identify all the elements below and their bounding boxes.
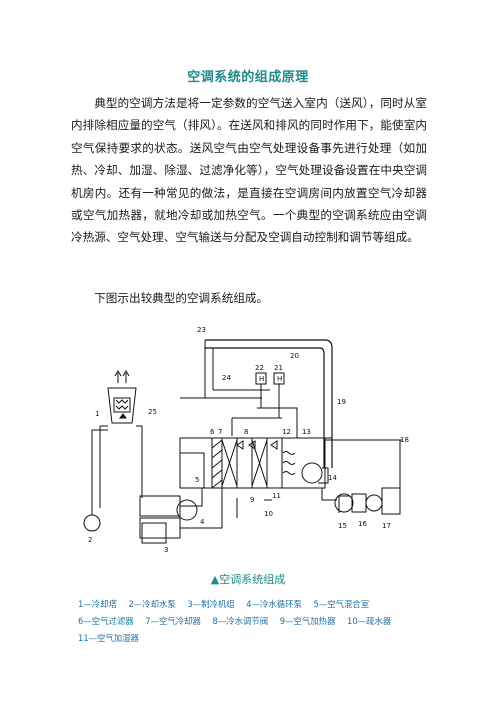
component-number: 24 <box>222 374 231 382</box>
legend-item: 5—空气混合室 <box>313 599 370 609</box>
legend-item: 3—制冷机组 <box>187 599 235 609</box>
component-number: 17 <box>382 522 391 530</box>
legend-item: 4—冷水循环泵 <box>246 599 302 609</box>
component-numbers: 1 2 3 4 5 6 7 8 9 10 11 12 13 14 15 16 1… <box>88 326 409 554</box>
component-number: 5 <box>195 476 199 484</box>
legend-item: 8—冷水调节阀 <box>212 616 269 626</box>
meter-label: H <box>277 375 282 383</box>
component-number: 21 <box>274 364 283 372</box>
component-number: 22 <box>255 364 264 372</box>
paragraph-text: 典型的空调方法是将一定参数的空气送入室内（送风），同时从室内排除相应量的空气（排… <box>71 96 427 245</box>
intro-sentence: 下图示出较典型的空调系统组成。 <box>94 291 269 305</box>
component-number: 3 <box>164 546 168 554</box>
legend-item: 6—空气过滤器 <box>78 616 134 626</box>
legend-item: 1—冷却塔 <box>78 599 117 609</box>
page-title: 空调系统的组成原理 <box>187 70 309 85</box>
component-number: 9 <box>250 496 254 504</box>
legend-item: 10—疏水器 <box>347 616 392 626</box>
air-conditioning-system-diagram: H H 1 2 3 4 5 6 7 8 9 10 11 12 13 14 15 … <box>83 326 409 554</box>
legend-item: 9—空气加热器 <box>279 616 336 626</box>
component-number: 13 <box>302 428 311 436</box>
body-paragraph: 典型的空调方法是将一定参数的空气送入室内（送风），同时从室内排除相应量的空气（排… <box>71 92 427 249</box>
meter-boxes: H H <box>259 375 282 383</box>
component-number: 19 <box>337 398 346 406</box>
component-number: 10 <box>264 510 273 518</box>
component-number: 25 <box>148 408 157 416</box>
component-number: 1 <box>95 410 99 418</box>
meter-label: H <box>259 375 264 383</box>
component-number: 2 <box>88 536 92 544</box>
component-number: 6 <box>210 428 215 436</box>
component-number: 4 <box>200 518 205 526</box>
legend-item: 2—冷却水泵 <box>128 599 176 609</box>
component-number: 16 <box>358 520 367 528</box>
figure-legend: 1—冷却塔 2—冷却水泵 3—制冷机组 4—冷水循环泵 5—空气混合室 6—空气… <box>78 596 426 647</box>
component-number: 14 <box>328 474 337 482</box>
component-number: 12 <box>282 428 291 436</box>
component-number: 20 <box>290 352 299 360</box>
legend-item: 11—空气加湿器 <box>78 633 139 643</box>
legend-item: 7—空气冷却器 <box>145 616 201 626</box>
component-number: 23 <box>197 326 206 334</box>
figure-caption: ▲空调系统组成 <box>210 573 286 586</box>
component-number: 7 <box>218 428 222 436</box>
component-number: 8 <box>244 428 248 436</box>
component-number: 15 <box>338 522 347 530</box>
component-number: 11 <box>272 492 281 500</box>
component-number: 18 <box>400 436 409 444</box>
